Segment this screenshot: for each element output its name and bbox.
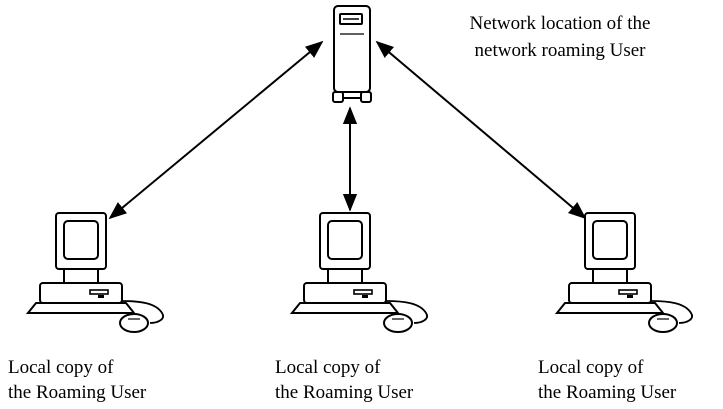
pc-label-left: Local copy of the Roaming User [8, 355, 228, 405]
pc-label-center: Local copy of the Roaming User [275, 355, 495, 405]
pc-label-line2: the Roaming User [538, 382, 677, 403]
pc-label-line1: Local copy of [8, 357, 114, 378]
server-label: Network location of the network roaming … [430, 10, 690, 64]
arrow-server-to-pc-left [108, 40, 324, 220]
pc-label-right: Local copy of the Roaming User [538, 355, 723, 405]
desktop-computer-icon [291, 212, 429, 333]
arrow-server-to-pc-right [375, 40, 587, 220]
desktop-computer-icon [556, 212, 694, 333]
pc-label-line1: Local copy of [275, 357, 381, 378]
pc-label-line2: the Roaming User [275, 382, 414, 403]
server-tower-icon [332, 5, 372, 103]
server-label-line2: network roaming User [474, 40, 646, 61]
desktop-computer-icon [27, 212, 165, 333]
pc-label-line2: the Roaming User [8, 382, 147, 403]
pc-label-line1: Local copy of [538, 357, 644, 378]
server-label-line1: Network location of the [469, 13, 651, 34]
